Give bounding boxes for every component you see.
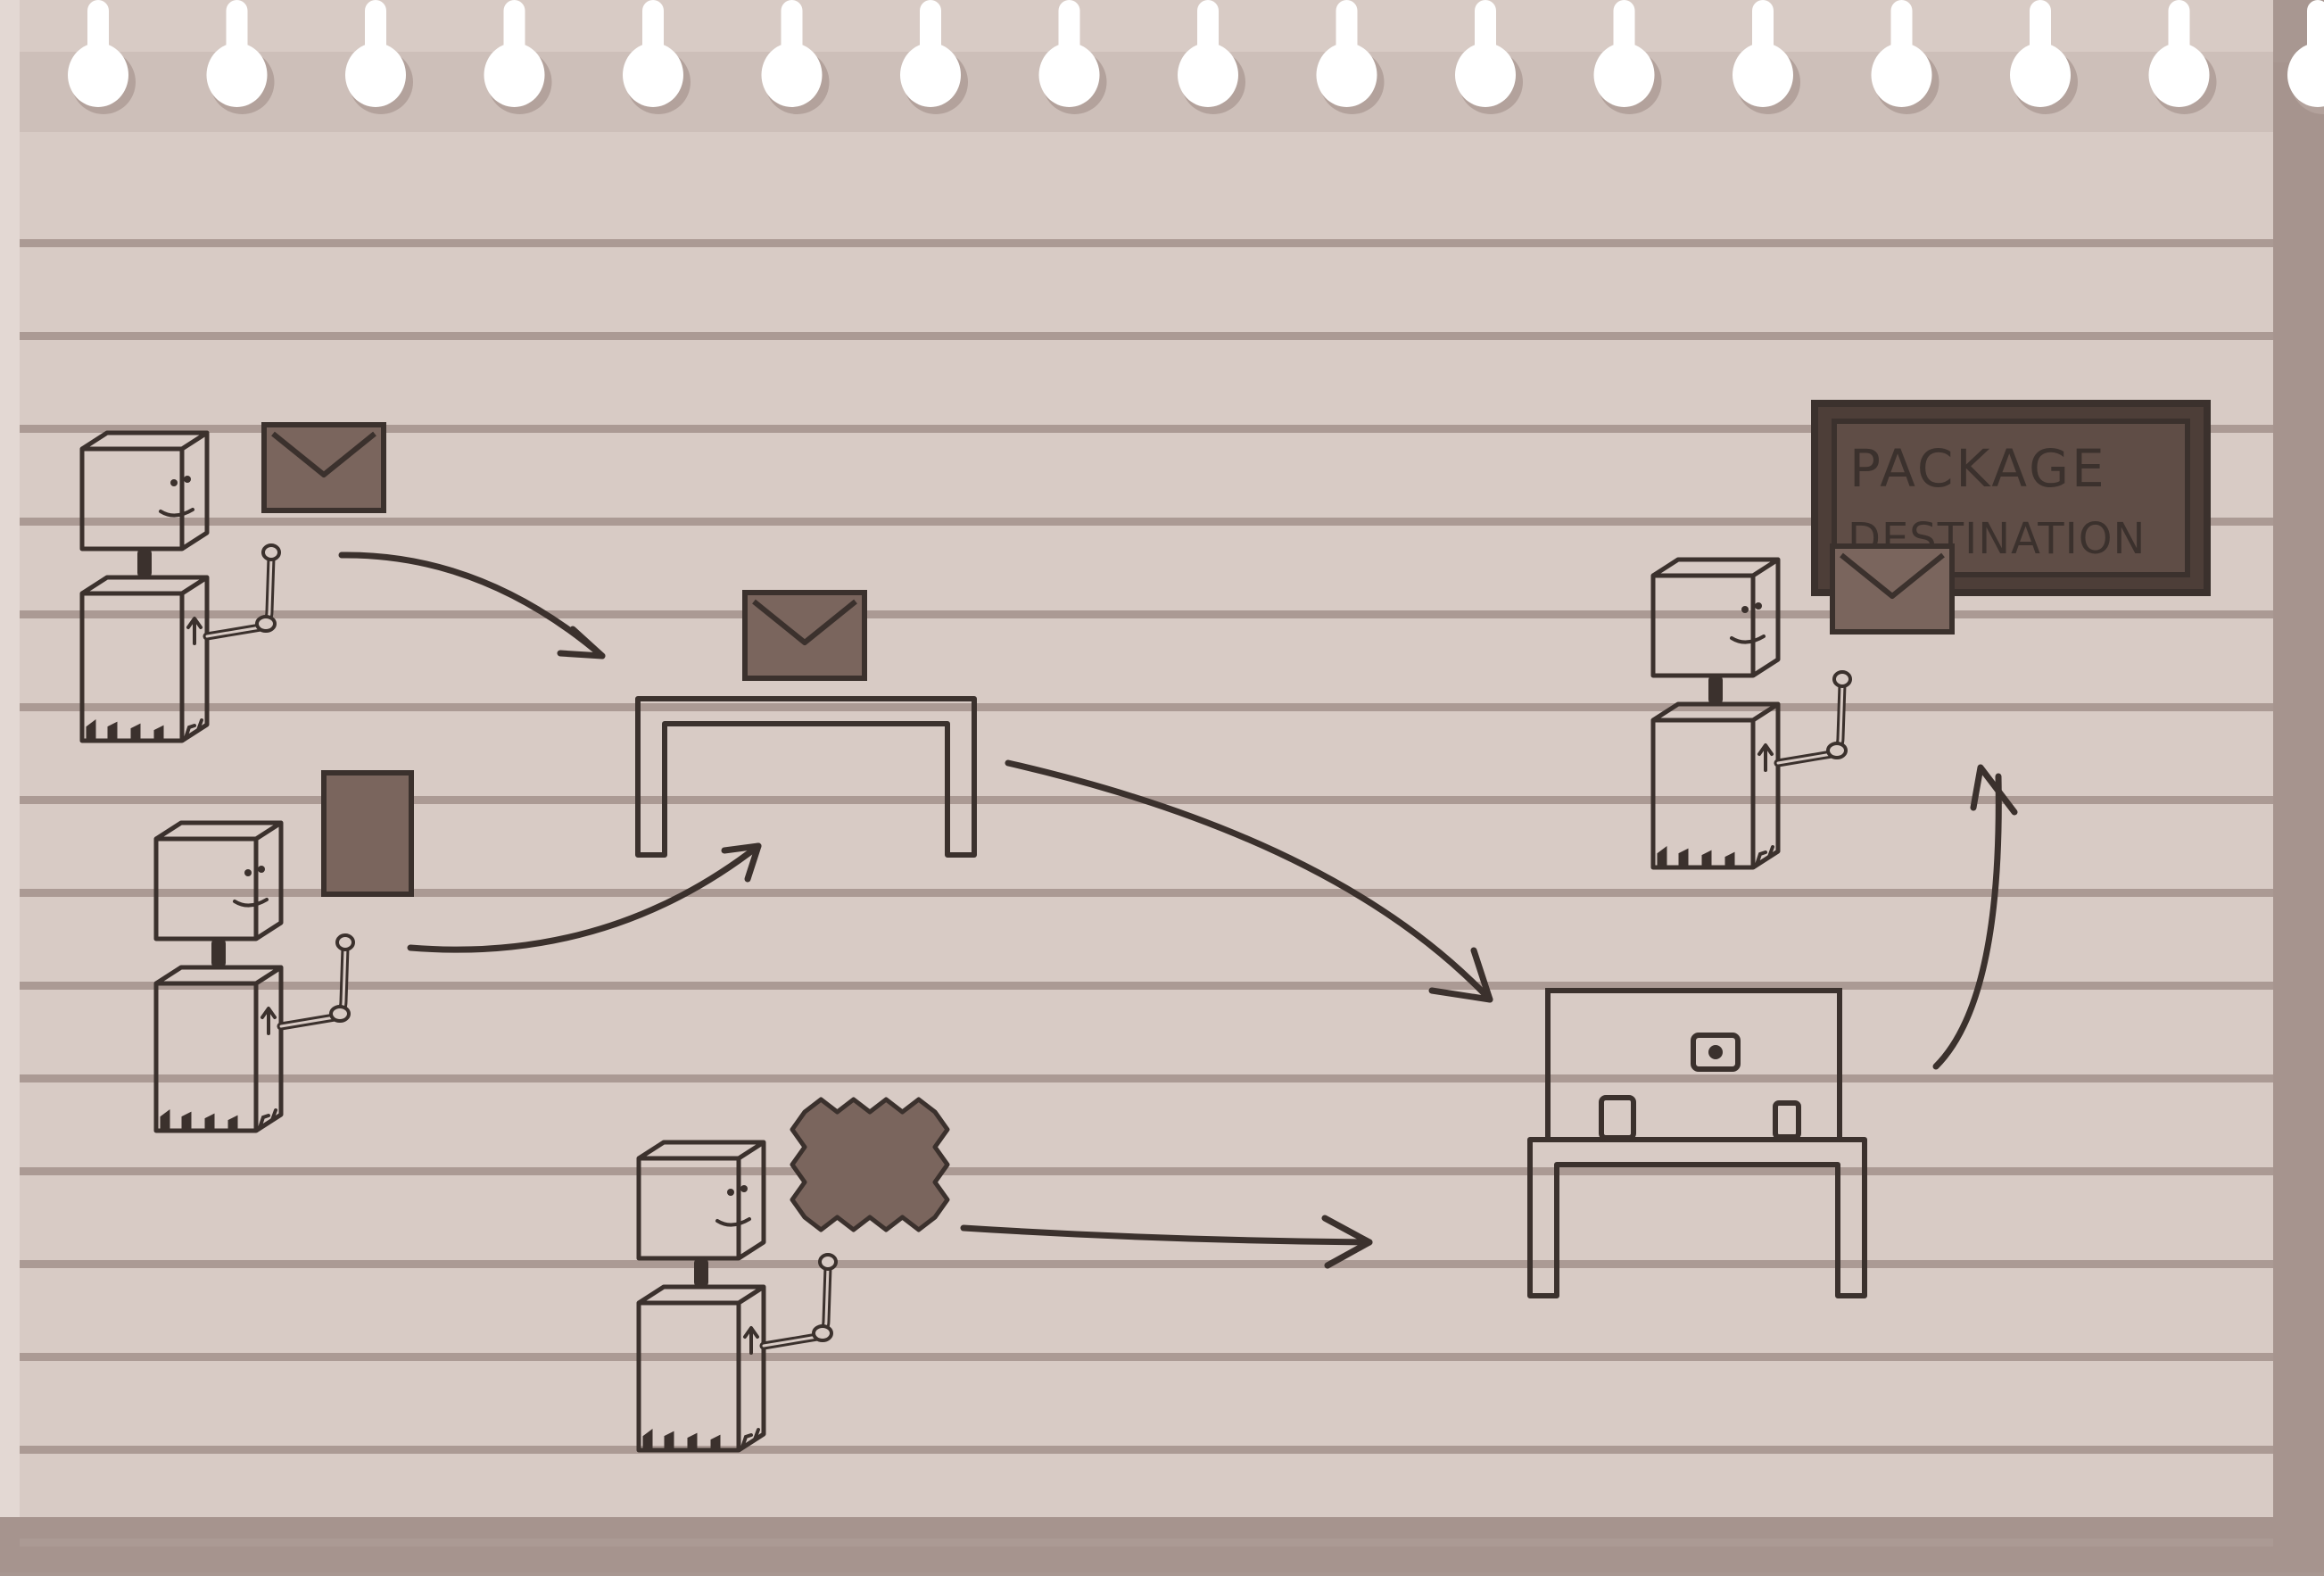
receiving-table — [635, 696, 977, 858]
flow-arrows — [338, 552, 2018, 1269]
sign-inner — [1832, 419, 2190, 577]
sign-text-line-1: PACKAGE — [1849, 438, 2107, 499]
arrow-line-5 — [1932, 773, 2002, 1070]
ruled-line — [20, 518, 2273, 526]
binding-hole — [900, 43, 961, 107]
ruled-line — [20, 1539, 2273, 1547]
arrow-head-1 — [557, 626, 606, 659]
ruled-line — [20, 982, 2273, 990]
jagged-package-icon — [790, 1097, 950, 1232]
ruled-lines — [20, 239, 2273, 1547]
arrow-head-5 — [1970, 764, 2018, 816]
mini-package-left — [1599, 1095, 1636, 1141]
binding-hole — [1455, 43, 1516, 107]
sorting-table-frame — [1527, 1137, 1867, 1298]
station-screen — [1545, 988, 1842, 1140]
binding-hole — [1871, 43, 1932, 107]
arrow-head-4 — [1321, 1215, 1373, 1269]
paper-left-highlight — [0, 0, 20, 1517]
binding-hole — [1593, 43, 1655, 107]
paper-sheet — [0, 0, 2273, 1517]
arrow-line-2 — [407, 842, 762, 953]
ruled-line — [20, 610, 2273, 618]
binding-hole — [1316, 43, 1377, 107]
ruled-line — [20, 703, 2273, 711]
ruled-line — [20, 425, 2273, 433]
binding-hole — [345, 43, 406, 107]
arrow-line-3 — [1005, 759, 1493, 1003]
binding-hole — [623, 43, 683, 107]
binding-hole — [68, 43, 128, 107]
mini-package-center — [1691, 1033, 1741, 1072]
envelope-2-icon — [745, 593, 864, 678]
arrow-head-2 — [721, 842, 762, 883]
envelope-1-icon — [264, 425, 384, 510]
binding-holes — [68, 0, 2324, 114]
binding-hole — [2148, 43, 2210, 107]
binding-hole — [2287, 43, 2324, 107]
sorting-station — [1545, 988, 1842, 1141]
binding-hole — [1038, 43, 1100, 107]
ruled-line — [20, 889, 2273, 897]
mini-package-right — [1773, 1100, 1801, 1140]
sorting-table — [1527, 1137, 1867, 1298]
ruled-line — [20, 1074, 2273, 1082]
ruled-line — [20, 1353, 2273, 1361]
ruled-line — [20, 239, 2273, 247]
ruled-line — [20, 1167, 2273, 1175]
binding-hole — [206, 43, 268, 107]
ruled-line — [20, 332, 2273, 340]
binding-hole — [1178, 43, 1238, 107]
envelope-3-icon — [1832, 546, 1952, 632]
receiving-table-frame — [635, 696, 977, 858]
ruled-line — [20, 1260, 2273, 1268]
binding-hole — [761, 43, 823, 107]
binding-hole — [2010, 43, 2071, 107]
ruled-line — [20, 1446, 2273, 1454]
arrow-line-4 — [960, 1224, 1373, 1246]
binding-hole — [1733, 43, 1793, 107]
arrow-head-3 — [1428, 947, 1493, 1003]
binding-hole — [484, 43, 545, 107]
mini-package-dot — [1708, 1045, 1723, 1059]
rectangle-package-icon — [321, 770, 414, 897]
